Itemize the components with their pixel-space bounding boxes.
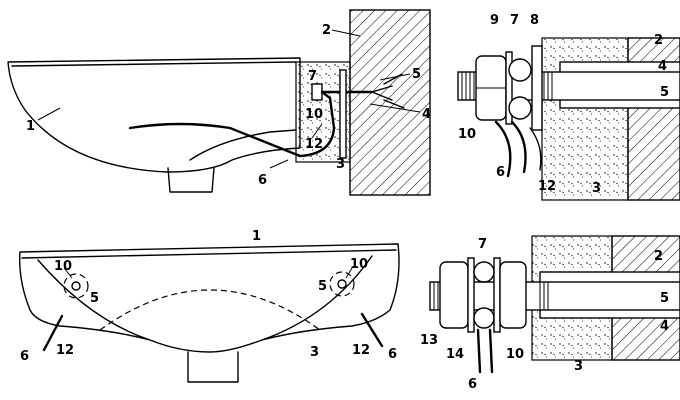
figure-side-view: 1 2 5 4 7 10 12 3 6: [7, 9, 431, 196]
label-stud: 5: [412, 67, 421, 82]
leader-fig1-12: [311, 123, 323, 139]
drain-outlet: [187, 351, 239, 383]
label-pipe: 6: [468, 377, 477, 392]
plate: [339, 69, 347, 159]
label-nut-left: 10: [54, 259, 72, 274]
label-ring: 9: [490, 13, 499, 28]
label-basin: 1: [252, 229, 261, 244]
ring: [473, 261, 495, 283]
bowl-hidden-edge: [99, 289, 321, 331]
leader-fig3-10a: [63, 267, 73, 279]
label-fill: 3: [310, 345, 319, 360]
label-fill: 3: [336, 157, 345, 172]
washer: [505, 51, 513, 125]
label-nut: 10: [506, 347, 524, 362]
ring: [508, 96, 532, 120]
bowl-bottom: [189, 129, 297, 161]
washer: [467, 257, 475, 333]
label-washer-right: 12: [352, 343, 370, 358]
label-nut-right: 10: [350, 257, 368, 272]
label-pipe-left: 6: [20, 349, 29, 364]
label-pipe: 6: [496, 165, 505, 180]
label-wall: 2: [322, 23, 331, 38]
washer-inner: [493, 257, 501, 333]
pipe: [128, 90, 336, 158]
label-nut: 10: [458, 127, 476, 142]
label-anchor: 4: [422, 107, 431, 122]
leader-fig1-4: [369, 103, 421, 113]
label-washer: 12: [305, 137, 323, 152]
figure-front-view: 1 10 5 5 10 6 12 3 12 6: [19, 229, 400, 383]
ring: [508, 58, 532, 82]
label-washer: 12: [538, 179, 556, 194]
figure-fixing-detail-lower: 7 2 5 4 13 14 6 10 3: [420, 235, 680, 392]
stud-left: [71, 281, 81, 291]
leader-fig1-5: [379, 73, 411, 81]
label-fill: 3: [592, 181, 601, 196]
label-nut-outer: 13: [420, 333, 438, 348]
label-nut: 10: [305, 107, 323, 122]
label-wall: 2: [654, 33, 663, 48]
fixing-right: [329, 271, 355, 297]
washer-bend: [529, 127, 542, 171]
basin: [7, 57, 301, 173]
label-anchor: 4: [658, 59, 667, 74]
label-basin: 1: [26, 119, 35, 134]
pipe-right: [360, 312, 384, 348]
figure-fixing-detail-upper: 9 7 8 2 4 5 10 6 12 3: [457, 13, 680, 201]
bowl-outline: [37, 255, 373, 341]
basin-inner-rim: [11, 61, 297, 67]
leader-fig1-1: [37, 107, 61, 121]
label-washer-left: 12: [56, 343, 74, 358]
stud-right: [337, 279, 347, 289]
label-stud-left: 5: [90, 291, 99, 306]
label-fill: 3: [574, 359, 583, 374]
label-pipe-right: 6: [388, 347, 397, 362]
basin: [19, 243, 400, 353]
label-plate: 8: [530, 13, 539, 28]
plate: [531, 45, 543, 131]
label-wall: 2: [654, 249, 663, 264]
nut: [499, 261, 527, 329]
label-pipe: 6: [258, 173, 267, 188]
nut: [311, 83, 323, 101]
leader-fig3-10b: [345, 267, 353, 279]
fixing-left: [63, 273, 89, 299]
label-stud: 5: [660, 85, 669, 100]
leader-fig1-6: [269, 159, 289, 169]
drain-outlet: [167, 167, 215, 193]
pipe-left: [42, 314, 64, 352]
label-ring: 7: [478, 237, 487, 252]
label-washer: 14: [446, 347, 464, 362]
pipe: [494, 120, 527, 178]
basin-rim: [21, 249, 397, 259]
pipe: [476, 328, 494, 374]
label-ring: 7: [308, 69, 317, 84]
leader-fig1-2: [331, 29, 361, 37]
anchor: [371, 73, 405, 109]
label-ring2: 7: [510, 13, 519, 28]
label-stud-right: 5: [318, 279, 327, 294]
label-stud: 5: [660, 291, 669, 306]
label-anchor: 4: [660, 319, 669, 334]
ring: [473, 307, 495, 329]
nut-outer: [439, 261, 469, 329]
